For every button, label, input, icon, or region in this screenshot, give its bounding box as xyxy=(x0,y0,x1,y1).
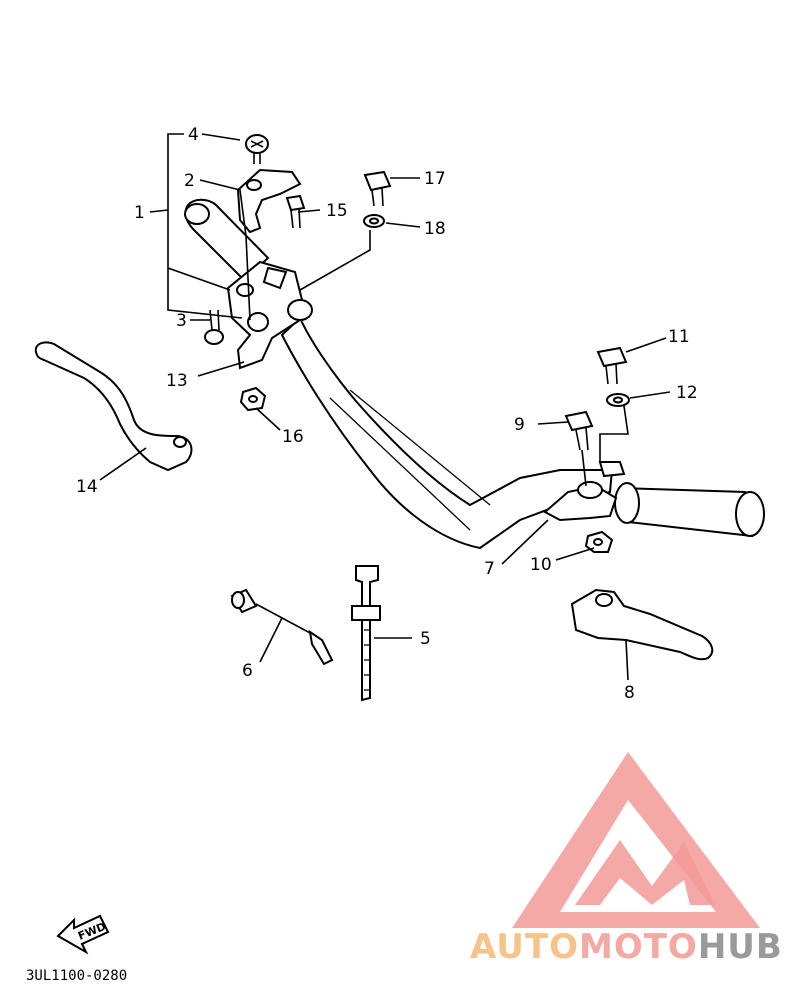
bolt-11 xyxy=(596,346,628,385)
label-10: 10 xyxy=(530,555,552,575)
right-grip xyxy=(614,482,765,538)
label-5: 5 xyxy=(420,629,431,649)
label-17: 17 xyxy=(424,169,446,189)
brake-lever xyxy=(570,588,714,661)
handlebar xyxy=(280,316,614,550)
bolt-17 xyxy=(363,170,392,207)
label-15: 15 xyxy=(326,201,348,221)
cable-tie xyxy=(351,565,381,702)
label-3: 3 xyxy=(176,311,187,331)
bolt-3 xyxy=(204,309,224,345)
label-9: 9 xyxy=(514,415,525,435)
watermark-hub: HUB xyxy=(698,927,783,967)
part-labels: 4 2 1 3 15 17 18 13 16 14 11 12 9 10 7 5… xyxy=(76,125,698,703)
watermark-logo-icon xyxy=(512,752,760,928)
cable xyxy=(230,588,334,666)
nut-10 xyxy=(584,530,614,553)
label-14: 14 xyxy=(76,477,98,497)
leader-lines xyxy=(99,133,671,681)
label-13: 13 xyxy=(166,371,188,391)
label-11: 11 xyxy=(668,327,690,347)
label-8: 8 xyxy=(624,683,635,703)
label-4: 4 xyxy=(188,125,199,145)
washer-12 xyxy=(606,393,630,407)
clamp-plate xyxy=(236,168,302,234)
label-18: 18 xyxy=(424,219,446,239)
bolt-15 xyxy=(285,194,306,229)
label-1: 1 xyxy=(134,203,145,223)
label-12: 12 xyxy=(676,383,698,403)
bolt-9 xyxy=(564,410,594,451)
drawing-code: 3UL1100-0280 xyxy=(26,968,127,984)
watermark-text: AUTOMOTOHUB xyxy=(470,927,783,967)
watermark-moto: MOTO xyxy=(579,927,698,967)
label-6: 6 xyxy=(242,661,253,681)
watermark-auto: AUTO xyxy=(470,927,579,967)
label-16: 16 xyxy=(282,427,304,447)
right-lever-holder xyxy=(543,461,626,522)
clutch-lever xyxy=(34,341,193,472)
washer-18 xyxy=(363,214,385,228)
forward-arrow-icon: FWD xyxy=(56,914,110,955)
nut-16 xyxy=(239,386,267,412)
label-7: 7 xyxy=(484,559,495,579)
screw xyxy=(245,134,269,164)
label-2: 2 xyxy=(184,171,195,191)
